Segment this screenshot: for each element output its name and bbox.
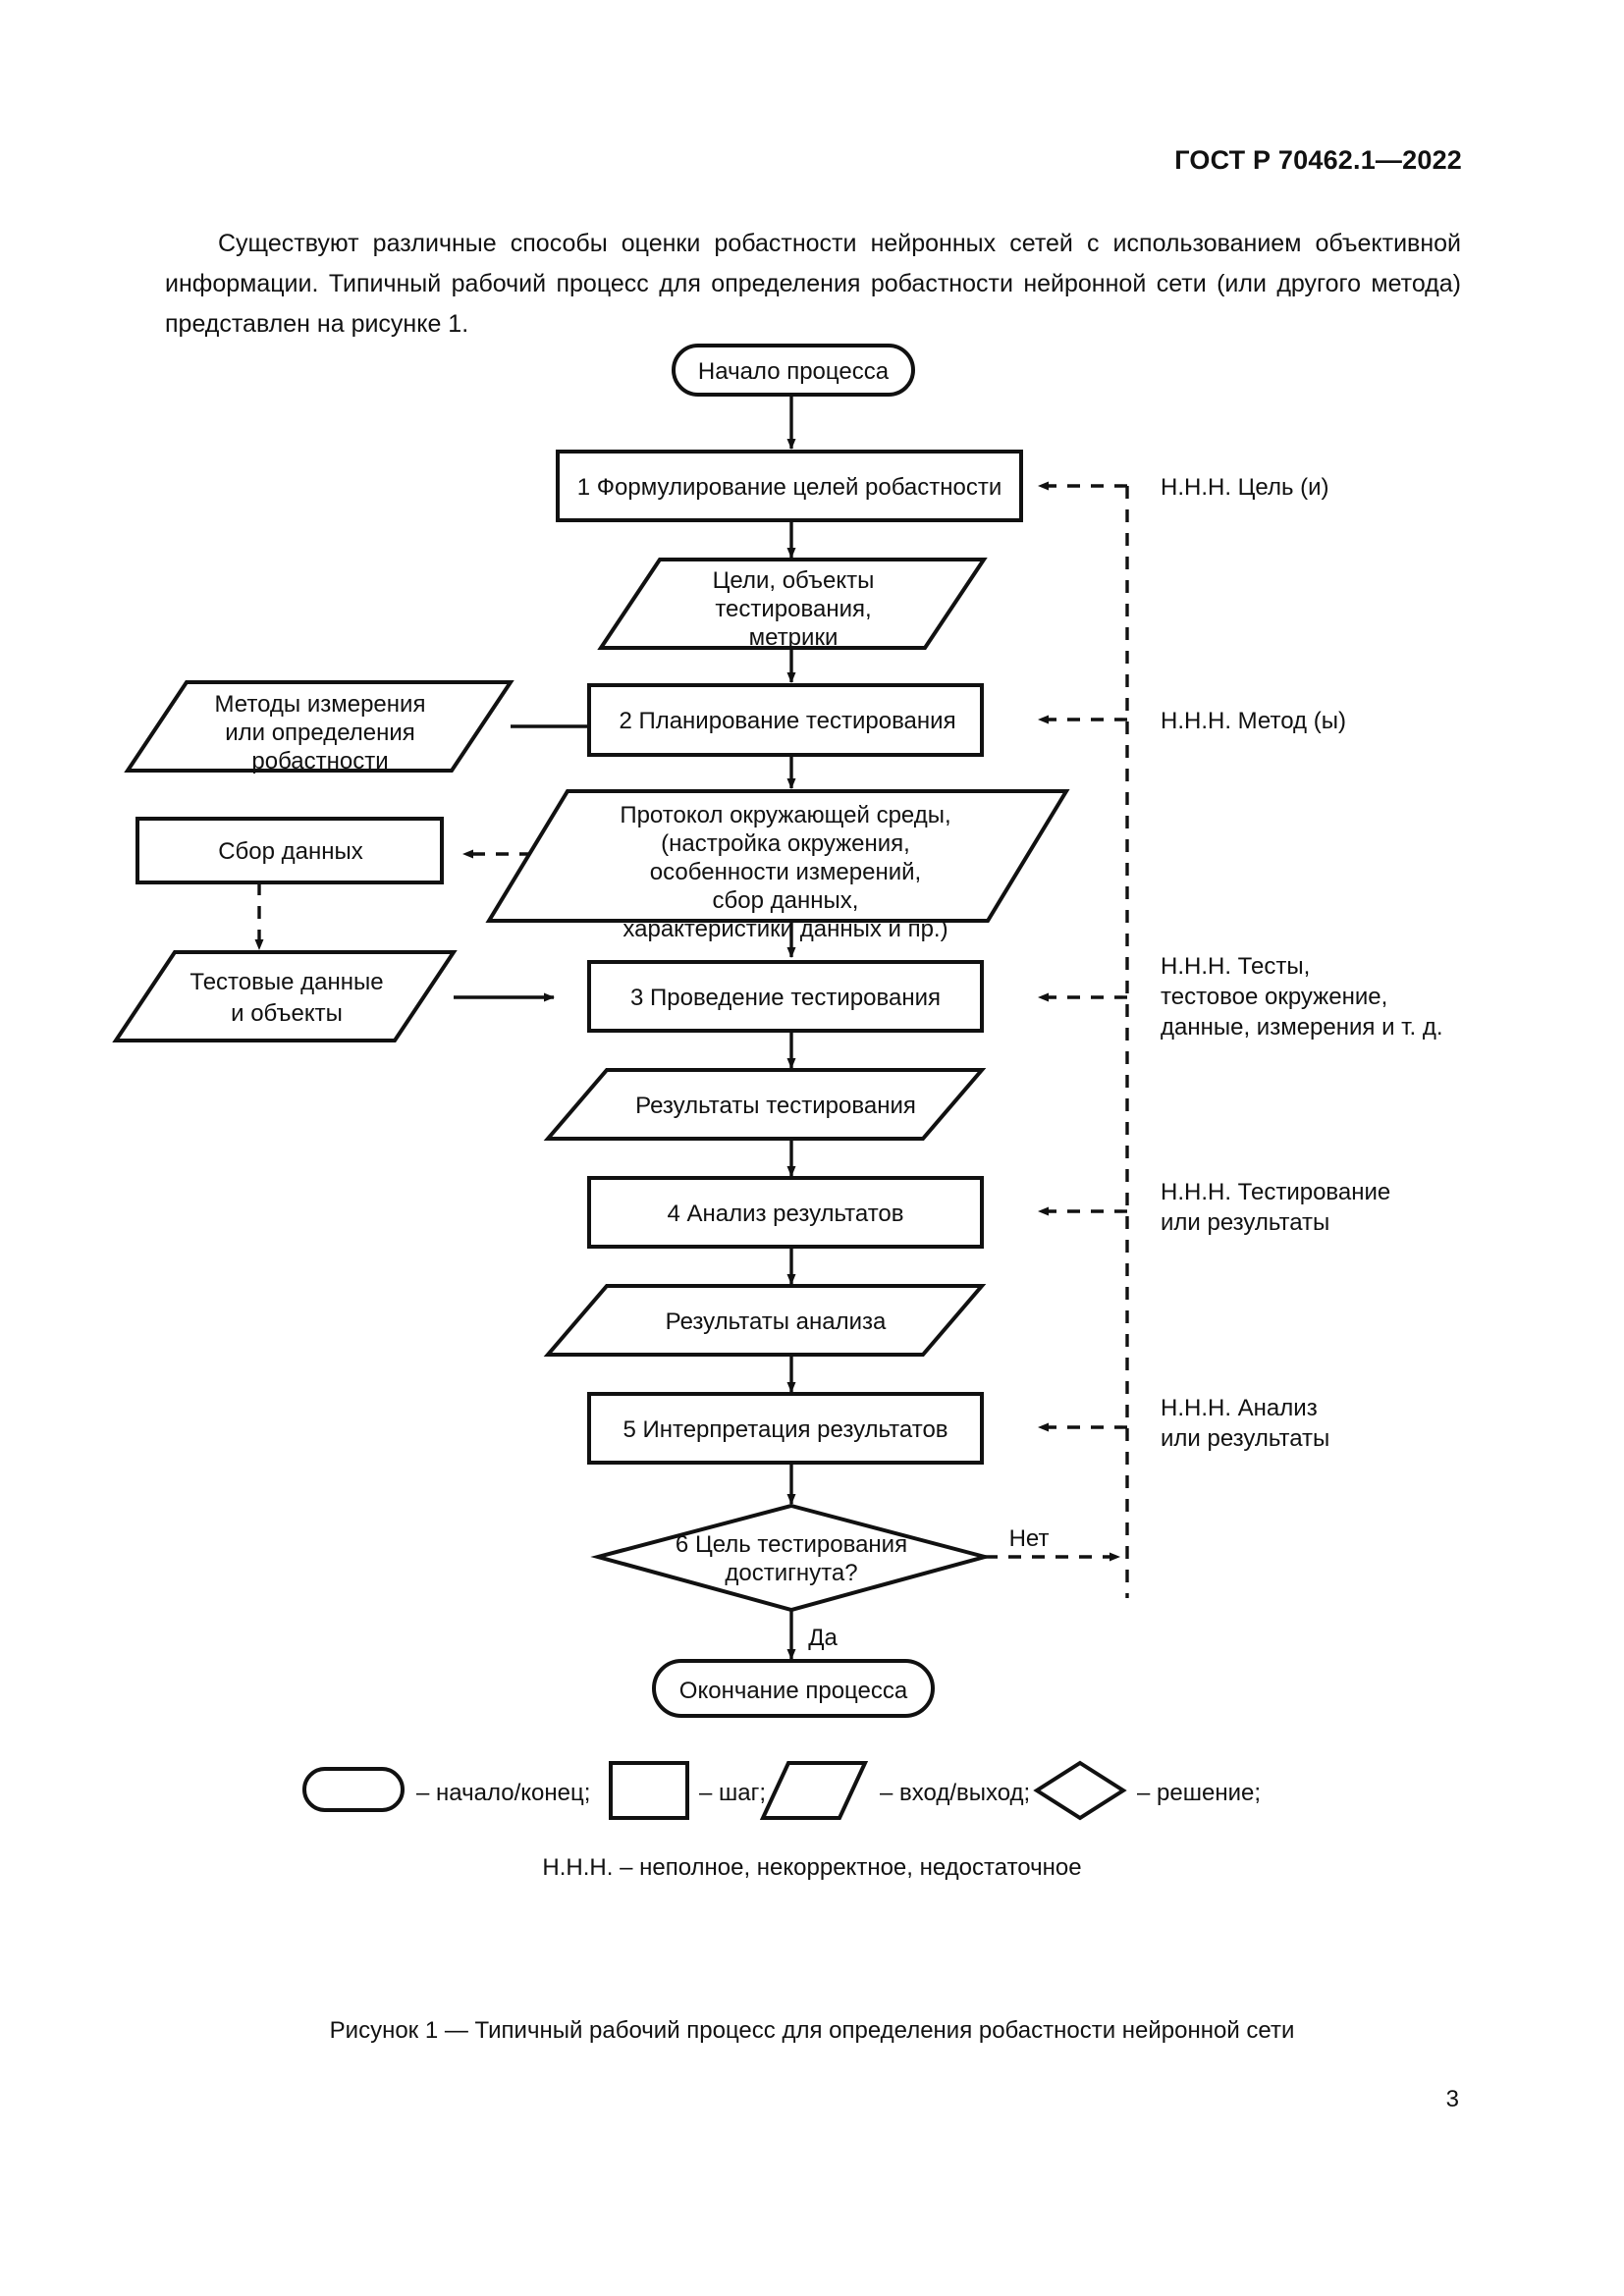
legend-decision-label: – решение; <box>1137 1780 1261 1806</box>
node-step3 <box>587 960 984 1033</box>
legend-note: Н.Н.Н. – неполное, некорректное, недоста… <box>542 1854 1081 1881</box>
annotation-testing-line2: или результаты <box>1161 1209 1329 1236</box>
edge-label-no: Нет <box>1009 1525 1050 1552</box>
node-io-protocol-line1: Протокол окружающей среды, <box>620 802 950 828</box>
node-step4-label: 4 Анализ результатов <box>667 1201 903 1227</box>
node-collect-data-label: Сбор данных <box>218 838 363 865</box>
node-decision <box>590 1503 993 1613</box>
node-end-label: Окончание процесса <box>679 1678 908 1704</box>
node-io-testdata-line2: и объекты <box>231 1000 343 1027</box>
node-io-protocol-line2: (настройка окружения, <box>661 830 910 857</box>
annotation-analysis-line2: или результаты <box>1161 1425 1329 1452</box>
page-number: 3 <box>1445 2086 1459 2112</box>
node-io-goals <box>597 558 988 650</box>
figure-flowchart: Начало процесса 1 Формулирование целей р… <box>0 334 1624 2042</box>
node-decision-line2: достигнута? <box>725 1560 857 1586</box>
node-step4 <box>587 1176 984 1249</box>
node-start-label: Начало процесса <box>698 358 890 385</box>
annotation-method: Н.Н.Н. Метод (ы) <box>1161 708 1346 734</box>
node-io-analysisresults <box>543 1284 987 1357</box>
node-start <box>672 344 915 397</box>
annotation-tests-line3: данные, измерения и т. д. <box>1161 1014 1442 1041</box>
node-io-testresults <box>543 1068 987 1141</box>
legend-terminator-label: – начало/конец; <box>416 1780 590 1806</box>
edge-label-yes: Да <box>808 1625 838 1651</box>
node-step2 <box>587 683 984 757</box>
node-decision-line1: 6 Цель тестирования <box>676 1531 907 1558</box>
node-io-goals-line2: тестирования, <box>715 596 871 622</box>
paragraph-text: Существуют различные способы оценки роба… <box>165 230 1461 338</box>
node-end <box>652 1659 935 1718</box>
node-io-methods <box>124 680 514 773</box>
node-step3-label: 3 Проведение тестирования <box>630 985 941 1011</box>
node-io-goals-line3: метрики <box>749 624 839 651</box>
node-io-methods-line2: или определения <box>225 720 415 746</box>
annotation-tests-line2: тестовое окружение, <box>1161 984 1387 1010</box>
annotation-tests-line1: Н.Н.Н. Тесты, <box>1161 953 1310 980</box>
page-header-standard: ГОСТ Р 70462.1—2022 <box>1174 145 1462 175</box>
node-io-protocol-line4: сбор данных, <box>713 887 859 914</box>
node-io-testdata-line1: Тестовые данные <box>189 969 383 995</box>
node-step5 <box>587 1392 984 1465</box>
node-io-methods-line3: робастности <box>251 748 388 774</box>
node-step1-label: 1 Формулирование целей робастности <box>577 474 1002 501</box>
node-io-protocol-line3: особенности измерений, <box>650 859 921 885</box>
node-io-methods-line1: Методы измерения <box>215 691 426 718</box>
annotation-testing-line1: Н.Н.Н. Тестирование <box>1161 1179 1390 1205</box>
node-io-testresults-label: Результаты тестирования <box>635 1093 916 1119</box>
node-collect-data <box>135 817 444 884</box>
legend-decision-icon <box>1033 1760 1127 1821</box>
annotation-analysis-line1: Н.Н.Н. Анализ <box>1161 1395 1318 1421</box>
figure-caption: Рисунок 1 — Типичный рабочий процесс для… <box>329 2017 1295 2044</box>
node-io-analysisresults-label: Результаты анализа <box>666 1308 887 1335</box>
node-step2-label: 2 Планирование тестирования <box>619 708 955 734</box>
legend-io-icon <box>759 1761 869 1820</box>
node-io-testdata <box>112 950 458 1042</box>
legend-step-icon <box>609 1761 689 1820</box>
legend-io-label: – вход/выход; <box>880 1780 1030 1806</box>
node-io-protocol-line5: характеристики данных и пр.) <box>623 916 947 942</box>
node-io-protocol <box>485 789 1070 923</box>
node-step5-label: 5 Интерпретация результатов <box>623 1416 947 1443</box>
legend-step-label: – шаг; <box>699 1780 766 1806</box>
node-io-goals-line1: Цели, объекты <box>713 567 875 594</box>
legend-terminator-icon <box>302 1767 405 1812</box>
annotation-goal: Н.Н.Н. Цель (и) <box>1161 474 1329 501</box>
body-paragraph: Существуют различные способы оценки роба… <box>165 224 1461 345</box>
node-step1 <box>556 450 1023 522</box>
